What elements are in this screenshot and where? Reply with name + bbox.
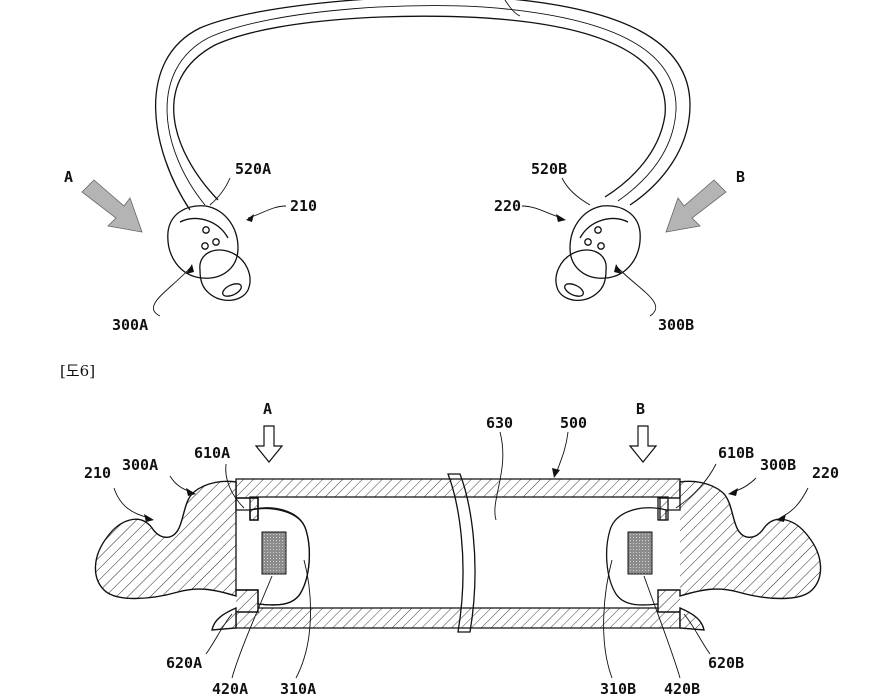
left-earbud-section bbox=[94, 480, 259, 631]
arrow-b-down-icon bbox=[628, 425, 658, 463]
label-300b-bottom: 300B bbox=[760, 456, 796, 474]
arrow-a-icon bbox=[81, 179, 143, 233]
label-500: 500 bbox=[560, 414, 587, 432]
right-earbud bbox=[555, 205, 641, 301]
label-630: 630 bbox=[486, 414, 513, 432]
neckband-outer-edge bbox=[154, 0, 691, 211]
label-arrow-b: B bbox=[736, 168, 745, 186]
label-300a-bottom: 300A bbox=[122, 456, 158, 474]
label-610a: 610A bbox=[194, 444, 230, 462]
label-arrow-b-bottom: B bbox=[636, 400, 645, 418]
neckband-highlight bbox=[166, 5, 677, 206]
neckband-inner-edge bbox=[173, 15, 666, 201]
label-420a: 420A bbox=[212, 680, 248, 698]
label-620b: 620B bbox=[708, 654, 744, 672]
label-arrow-a-bottom: A bbox=[263, 400, 272, 418]
label-520a: 520A bbox=[235, 160, 271, 178]
left-earbud bbox=[167, 205, 251, 301]
sensor-dot bbox=[212, 238, 220, 246]
label-210-bottom: 210 bbox=[84, 464, 111, 482]
arrow-a-down-icon bbox=[254, 425, 284, 463]
sensor-dot bbox=[594, 226, 602, 234]
figure-label: [도6] bbox=[60, 362, 95, 380]
label-310a: 310A bbox=[280, 680, 316, 698]
sensor-dot bbox=[202, 226, 210, 234]
left-chip-420a bbox=[261, 531, 287, 575]
cross-section: A B 630 500 210 300A 610A 620A 420A 310A… bbox=[84, 400, 839, 698]
label-420b: 420B bbox=[664, 680, 700, 698]
label-220-bottom: 220 bbox=[812, 464, 839, 482]
label-310b: 310B bbox=[600, 680, 636, 698]
sensor-dot bbox=[597, 242, 605, 250]
neckband-perspective: A B 520A 210 300A 520B 220 300B bbox=[64, 0, 745, 334]
label-210-top: 210 bbox=[290, 197, 317, 215]
right-chip-420b bbox=[627, 531, 653, 575]
label-300a: 300A bbox=[112, 316, 148, 334]
label-610b: 610B bbox=[718, 444, 754, 462]
label-520b: 520B bbox=[531, 160, 567, 178]
sensor-dot bbox=[584, 238, 592, 246]
right-earbud-section bbox=[657, 480, 822, 631]
label-220-top: 220 bbox=[494, 197, 521, 215]
arrow-b-icon bbox=[665, 179, 727, 233]
band-bottom-wall bbox=[235, 607, 681, 629]
label-300b: 300B bbox=[658, 316, 694, 334]
label-arrow-a: A bbox=[64, 168, 73, 186]
label-620a: 620A bbox=[166, 654, 202, 672]
sensor-dot bbox=[201, 242, 209, 250]
